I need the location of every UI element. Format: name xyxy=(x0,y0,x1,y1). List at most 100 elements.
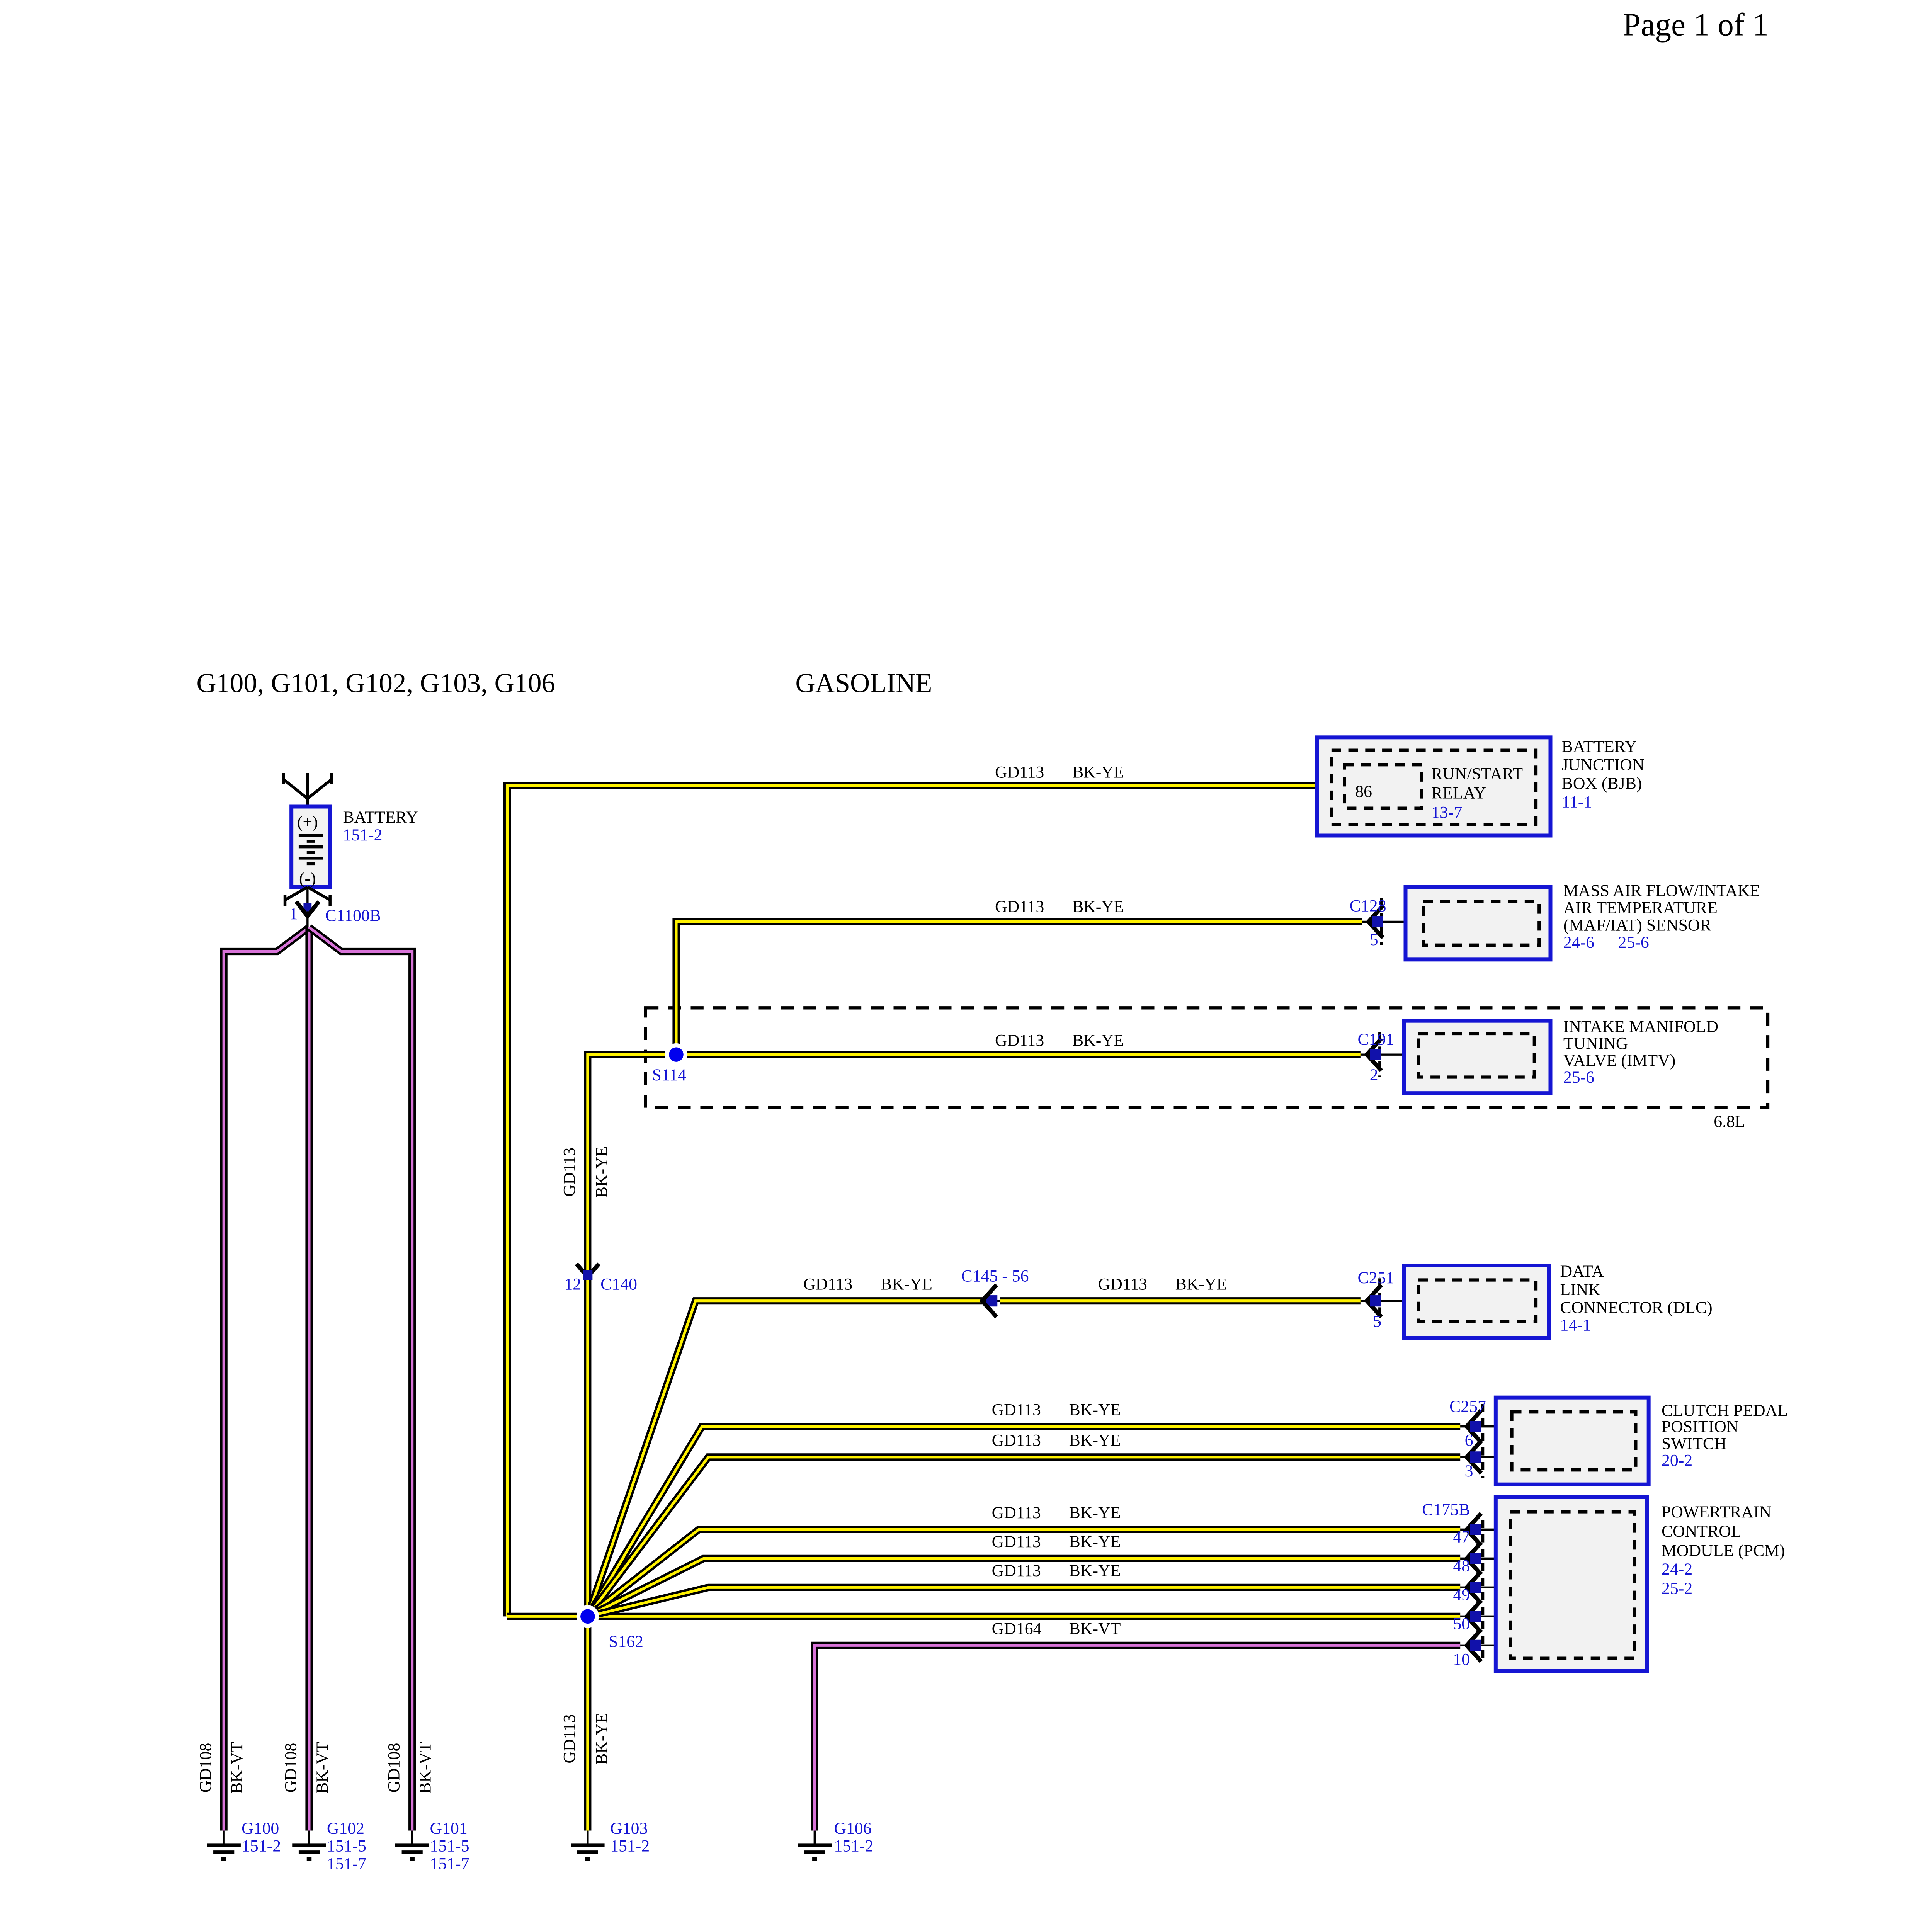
svg-text:151-5: 151-5 xyxy=(327,1837,366,1855)
svg-text:BK-YE: BK-YE xyxy=(1175,1275,1227,1293)
svg-text:GD113: GD113 xyxy=(992,1561,1041,1580)
svg-text:BK-VT: BK-VT xyxy=(313,1742,332,1794)
svg-text:BK-YE: BK-YE xyxy=(1069,1503,1121,1522)
cpp-name-line2: POSITION xyxy=(1662,1417,1738,1436)
svg-text:151-5: 151-5 xyxy=(430,1837,469,1855)
relay-name-line1: RUN/START xyxy=(1431,765,1523,783)
maf-ref1: 24-6 xyxy=(1563,933,1594,952)
connector-arrow-icon xyxy=(1464,1599,1483,1634)
dlc-connector-label: C251 xyxy=(1358,1269,1395,1287)
connector-arrow-icon xyxy=(1464,1570,1483,1605)
svg-text:151-2: 151-2 xyxy=(242,1837,281,1855)
svg-text:GD113: GD113 xyxy=(992,1532,1041,1551)
svg-text:GD108: GD108 xyxy=(282,1743,300,1793)
pcm-pin-50: 50 xyxy=(1453,1615,1470,1633)
svg-text:GD113: GD113 xyxy=(995,1031,1044,1049)
bjb-pin-86: 86 xyxy=(1355,782,1372,801)
splice-dot-icon xyxy=(580,1609,595,1624)
inline-connector-c145: C145 - 56 xyxy=(961,1267,1029,1318)
pin-lead-lines xyxy=(306,779,1519,1647)
svg-text:GD113: GD113 xyxy=(992,1431,1041,1450)
svg-text:G102: G102 xyxy=(327,1819,364,1838)
connector-c1100b-label: C1100B xyxy=(325,906,381,925)
bjb-ref: 11-1 xyxy=(1562,793,1592,811)
svg-text:GD108: GD108 xyxy=(196,1743,215,1793)
ground-icon xyxy=(571,1843,605,1861)
svg-text:GD113: GD113 xyxy=(995,897,1044,916)
connector-arrow-icon xyxy=(1464,1541,1483,1576)
pcm-connector-label: C175B xyxy=(1422,1500,1470,1519)
ground-g103: G103 151-2 xyxy=(571,1819,650,1861)
svg-text:BK-YE: BK-YE xyxy=(881,1275,932,1293)
svg-text:BK-YE: BK-YE xyxy=(1072,897,1124,916)
bjb-name-line2: JUNCTION xyxy=(1562,756,1645,774)
ground-g102: G102 151-5 151-7 xyxy=(292,1819,366,1873)
ground-g101: G101 151-5 151-7 xyxy=(395,1819,469,1873)
pcm-name-line3: MODULE (PCM) xyxy=(1662,1541,1785,1560)
pcm-pin-49: 49 xyxy=(1453,1586,1470,1604)
bjb-name-line1: BATTERY xyxy=(1562,737,1637,756)
c140-label: C140 xyxy=(600,1275,637,1293)
component-pcm: C175B 47 48 49 50 10 POWERTRAIN CONTROL … xyxy=(1422,1495,1785,1673)
connector-arrow-icon xyxy=(1464,1409,1483,1444)
c145-label: C145 - 56 xyxy=(961,1267,1029,1286)
battery-minus-terminal: (-) xyxy=(299,869,316,888)
imtv-ref: 25-6 xyxy=(1563,1068,1594,1087)
pcm-ref1: 24-2 xyxy=(1662,1560,1692,1578)
svg-text:GD113: GD113 xyxy=(803,1275,852,1293)
svg-text:G103: G103 xyxy=(610,1819,648,1838)
cpp-name-line3: SWITCH xyxy=(1662,1434,1726,1453)
imtv-name-line1: INTAKE MANIFOLD xyxy=(1563,1017,1718,1036)
svg-text:GD164: GD164 xyxy=(992,1619,1042,1638)
connector-arrow-icon xyxy=(294,900,321,920)
connector-arrow-icon xyxy=(1464,1512,1483,1547)
pcm-ref2: 25-2 xyxy=(1662,1579,1692,1598)
svg-text:GD113: GD113 xyxy=(560,1714,579,1763)
dlc-ref: 14-1 xyxy=(1560,1316,1591,1335)
dlc-name-line3: CONNECTOR (DLC) xyxy=(1560,1298,1713,1317)
component-maf-iat: C128 5 MASS AIR FLOW/INTAKE AIR TEMPERAT… xyxy=(1350,881,1760,962)
svg-text:GD113: GD113 xyxy=(992,1401,1041,1419)
imtv-name-line2: TUNING xyxy=(1563,1034,1628,1053)
cpp-name-line1: CLUTCH PEDAL xyxy=(1662,1401,1788,1420)
connector-arrow-icon xyxy=(1464,1439,1483,1475)
pcm-name-line1: POWERTRAIN xyxy=(1662,1503,1771,1521)
imtv-connector-label: C191 xyxy=(1358,1030,1395,1049)
ground-g100: G100 151-2 xyxy=(207,1819,281,1861)
battery-name-label: BATTERY xyxy=(343,808,418,827)
relay-name-line2: RELAY xyxy=(1431,784,1486,803)
splice-s162: S162 xyxy=(576,1605,643,1651)
bjb-name-line3: BOX (BJB) xyxy=(1562,774,1642,793)
svg-text:G101: G101 xyxy=(430,1819,468,1838)
svg-text:GD113: GD113 xyxy=(992,1503,1041,1522)
rotated-wire-labels: GD113 BK-YE GD113 BK-YE GD108 BK-VT GD10… xyxy=(196,1146,611,1793)
page-number-label: Page 1 of 1 xyxy=(1623,7,1769,43)
c140-pin: 12 xyxy=(564,1275,581,1293)
battery-ref-label: 151-2 xyxy=(343,826,383,844)
cpp-pin-6: 6 xyxy=(1465,1431,1473,1450)
svg-text:151-2: 151-2 xyxy=(610,1837,650,1855)
imtv-name-line3: VALVE (IMTV) xyxy=(1563,1051,1675,1070)
cpp-connector-label: C257 xyxy=(1449,1397,1486,1416)
svg-text:BK-YE: BK-YE xyxy=(592,1713,611,1765)
svg-text:BK-YE: BK-YE xyxy=(1069,1532,1121,1551)
pcm-pin-48: 48 xyxy=(1453,1557,1470,1575)
splice-dot-icon xyxy=(669,1047,684,1062)
relay-ref: 13-7 xyxy=(1431,803,1462,822)
battery-plus-terminal: (+) xyxy=(297,813,318,832)
maf-name-line2: AIR TEMPERATURE xyxy=(1563,899,1718,917)
maf-name-line3: (MAF/IAT) SENSOR xyxy=(1563,916,1712,934)
svg-text:G106: G106 xyxy=(834,1819,871,1838)
svg-text:BK-YE: BK-YE xyxy=(592,1146,611,1198)
inline-connector-c140: 12 C140 xyxy=(564,1262,637,1293)
splice-s114: S114 xyxy=(652,1043,688,1084)
connector-arrow-icon xyxy=(979,1283,998,1318)
engine-variant-label: 6.8L xyxy=(1714,1112,1745,1131)
svg-text:BK-YE: BK-YE xyxy=(1069,1431,1121,1450)
svg-text:GD113: GD113 xyxy=(560,1148,579,1197)
header-grounds-list: G100, G101, G102, G103, G106 xyxy=(196,668,555,699)
dlc-pin-label: 5 xyxy=(1373,1312,1381,1330)
ground-icon xyxy=(395,1843,429,1861)
